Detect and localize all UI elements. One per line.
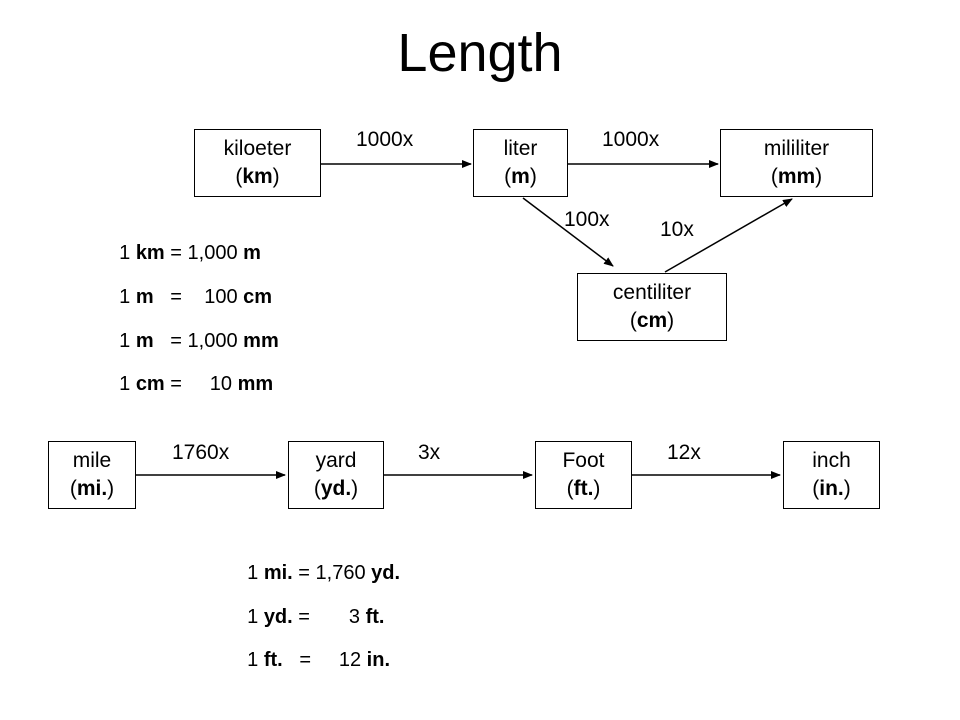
- box-centimeter-abbr: cm: [636, 309, 668, 332]
- equation-metric: 1 m = 100 cm: [119, 286, 273, 308]
- equation-imperial: 1 mi. = 1,760 yd.: [247, 562, 401, 584]
- box-millimeter-name: mililiter: [763, 137, 830, 160]
- box-kilometer-name: kiloeter: [223, 137, 292, 160]
- box-foot-abbr: ft.: [573, 477, 594, 500]
- arrow-cm-to-mm: [664, 198, 793, 273]
- box-mile-abbr: mi.: [76, 477, 108, 500]
- box-yard-abbr: yd.: [320, 477, 352, 500]
- equation-metric: 1 km = 1,000 m: [119, 242, 261, 264]
- box-yard-name: yard: [315, 449, 357, 472]
- label-km-to-m: 1000x: [356, 128, 414, 151]
- label-mi-to-yd: 1760x: [172, 441, 230, 464]
- box-mile: mile (mi.): [48, 441, 136, 509]
- box-inch-name: inch: [812, 449, 851, 472]
- equation-metric: 1 m = 1,000 mm: [119, 330, 279, 352]
- box-millimeter: mililiter (mm): [720, 129, 873, 197]
- box-centimeter-name: centiliter: [612, 281, 692, 304]
- equation-imperial: 1 ft. = 12 in.: [247, 649, 391, 671]
- box-inch-abbr: in.: [819, 477, 844, 500]
- box-meter-name: liter: [503, 137, 538, 160]
- box-centimeter: centiliter (cm): [577, 273, 727, 341]
- box-foot-name: Foot: [562, 449, 605, 472]
- box-meter: liter (m): [473, 129, 568, 197]
- arrow-m-to-cm: [522, 197, 614, 267]
- box-kilometer: kiloeter (km): [194, 129, 321, 197]
- label-ft-to-in: 12x: [667, 441, 701, 464]
- label-yd-to-ft: 3x: [418, 441, 441, 464]
- box-millimeter-abbr: mm: [777, 165, 816, 188]
- box-mile-name: mile: [72, 449, 112, 472]
- box-foot: Foot (ft.): [535, 441, 632, 509]
- box-inch: inch (in.): [783, 441, 880, 509]
- box-kilometer-abbr: km: [242, 165, 273, 188]
- page-title: Length: [397, 23, 563, 83]
- equation-imperial: 1 yd. = 3 ft.: [247, 606, 385, 628]
- label-m-to-cm: 100x: [564, 208, 610, 231]
- label-m-to-mm: 1000x: [602, 128, 660, 151]
- equation-metric: 1 cm = 10 mm: [119, 373, 274, 395]
- box-meter-abbr: m: [511, 165, 530, 188]
- box-yard: yard (yd.): [288, 441, 384, 509]
- label-cm-to-mm: 10x: [660, 218, 694, 241]
